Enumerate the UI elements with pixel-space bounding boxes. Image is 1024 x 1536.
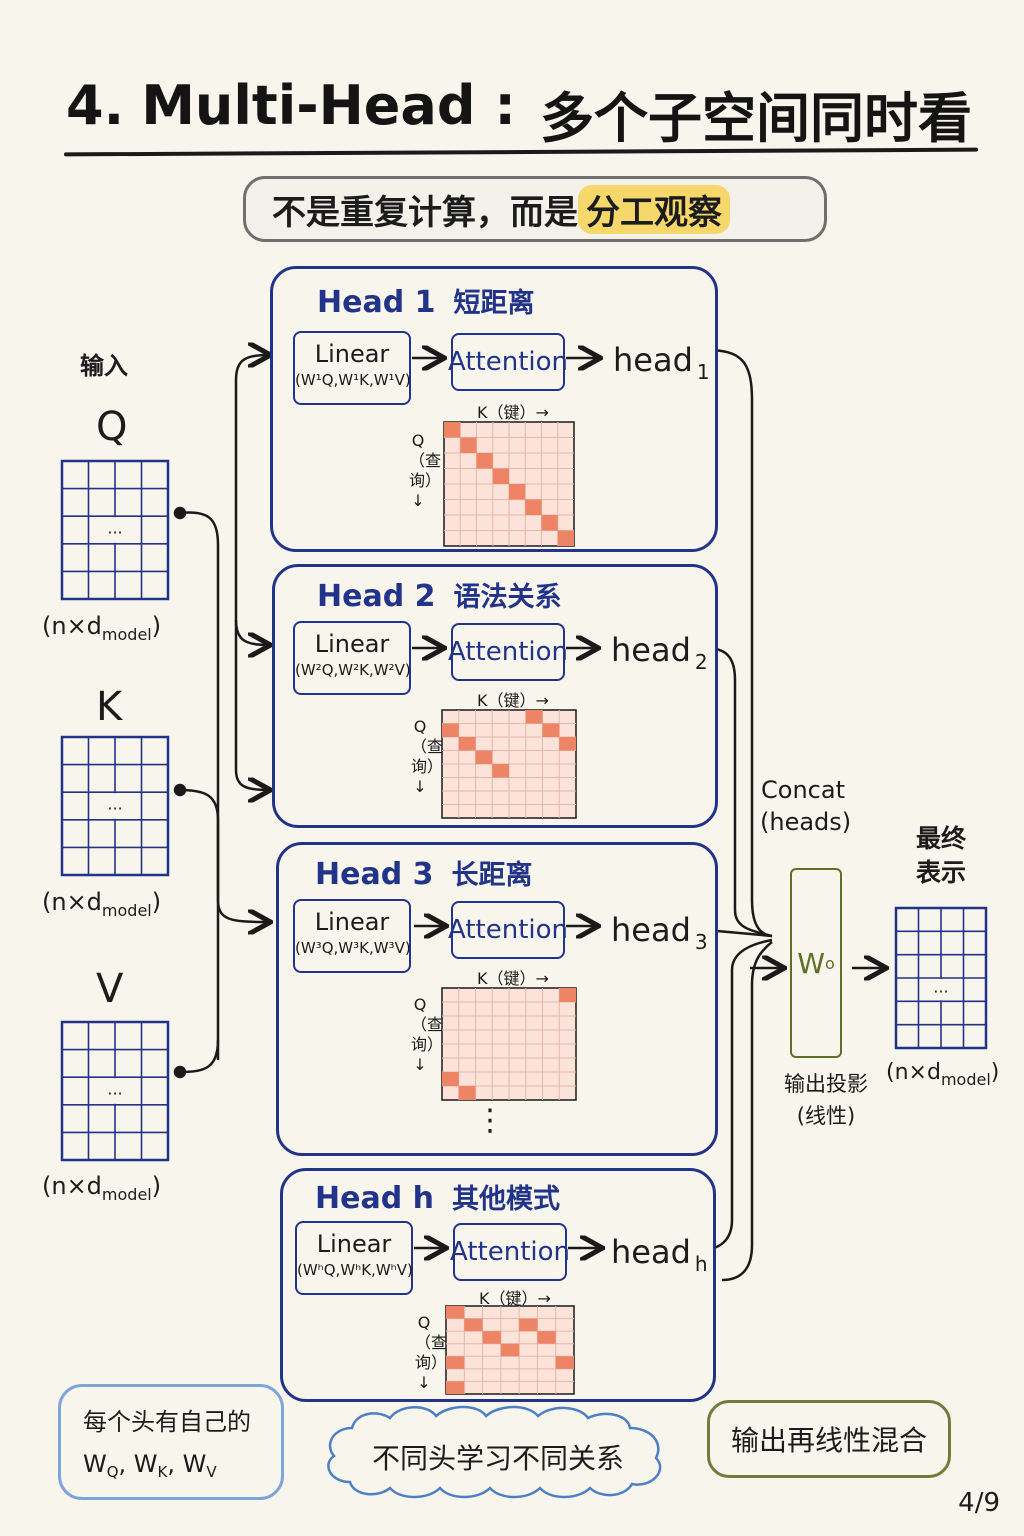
attention-hot-cell (542, 723, 560, 737)
attention-hot-cell (555, 1356, 574, 1369)
attention-hot-cell (446, 1306, 465, 1319)
attention-hot-cell (482, 1331, 501, 1344)
note-linear-mix: 输出再线性混合 (707, 1400, 951, 1478)
attention-hot-cell (500, 1343, 520, 1357)
final-label: 最终表示 (915, 824, 966, 887)
v-input-matrix: ... (60, 1020, 170, 1162)
svg-text:...: ... (107, 1079, 122, 1098)
q-input-matrix: ... (60, 459, 170, 601)
page-number: 4/9 (958, 1488, 1000, 1518)
head-1-linear: Linear(W¹Q,W¹K,W¹V) (293, 331, 411, 405)
attention-hot-cell (519, 1318, 538, 1332)
final-dimension: (n×dmodel) (886, 1060, 1000, 1089)
v-letter: V (96, 966, 124, 1012)
head-1-attention: Attention (448, 333, 568, 391)
attention-hot-cell (492, 468, 509, 484)
attention-hot-cell (442, 723, 459, 737)
input-label: 输入 (80, 352, 128, 380)
attention-hot-cell (559, 988, 576, 1002)
subtitle-highlight: 分工观察 (578, 184, 730, 234)
k-dimension: (n×dmodel) (42, 888, 162, 920)
attention-hot-cell (557, 530, 574, 546)
note-own-weights: 每个头有自己的 WQ, WK, WV (58, 1384, 284, 1500)
head-3-attention-matrix (441, 987, 577, 1101)
final-output-matrix: ... (894, 906, 988, 1050)
q-letter: Q (96, 404, 128, 450)
v-dimension: (n×dmodel) (42, 1172, 162, 1204)
title-chinese: 多个子空间同时看 (540, 87, 972, 150)
title-number: 4. (66, 74, 125, 137)
k-input-matrix: ... (60, 735, 170, 877)
head-1-attention-matrix (443, 421, 575, 547)
attention-hot-cell (559, 737, 576, 751)
attention-hot-cell (492, 764, 509, 778)
concat-label: Concat(heads) (760, 776, 852, 836)
attention-hot-cell (537, 1331, 556, 1344)
attention-hot-cell (446, 1381, 465, 1394)
head-3-linear: Linear(W³Q,W³K,W³V) (293, 899, 411, 973)
head-2-attention-matrix (441, 709, 577, 819)
head-3-k-label: K（键）→ (477, 969, 549, 988)
note-own-weights-line1: 每个头有自己的 (83, 1408, 251, 1436)
attention-hot-cell (444, 422, 461, 438)
attention-hot-cell (509, 484, 526, 500)
head-3-attention: Attention (448, 901, 568, 959)
head-2-k-label: K（键）→ (477, 691, 549, 710)
head-2-attention: Attention (448, 623, 568, 681)
subtitle-prefix: 不是重复计算，而是 (272, 192, 578, 233)
q-dimension: (n×dmodel) (42, 612, 162, 644)
attention-hot-cell (525, 499, 542, 515)
head-h-k-label: K（键）→ (479, 1289, 551, 1308)
subtitle-box: 不是重复计算，而是 分工观察 (243, 176, 827, 242)
note-cloud-text: 不同头学习不同关系 (371, 1442, 624, 1475)
note-own-weights-line2: WQ, WK, WV (83, 1450, 217, 1481)
page-title: 4. Multi-Head : (66, 74, 516, 137)
attention-hot-cell (442, 1072, 459, 1086)
attention-hot-cell (475, 750, 493, 764)
attention-hot-cell (460, 437, 477, 453)
attention-hot-cell (525, 710, 543, 724)
attention-hot-cell (458, 737, 476, 751)
head-h-attention: Attention (450, 1223, 570, 1281)
title-english: Multi-Head : (141, 74, 516, 137)
attention-hot-cell (446, 1356, 465, 1369)
svg-text:...: ... (107, 518, 122, 537)
attention-hot-cell (541, 515, 558, 531)
attention-hot-cell (476, 453, 493, 469)
svg-text:...: ... (933, 977, 948, 996)
head-h-linear: Linear(WʰQ,WʰK,WʰV) (295, 1221, 413, 1295)
svg-text:...: ... (107, 794, 122, 813)
attention-hot-cell (458, 1086, 476, 1100)
head-h-attention-matrix (445, 1305, 575, 1395)
attention-hot-cell (464, 1318, 483, 1332)
projection-label: 输出投影(线性) (784, 1072, 868, 1128)
head-2-linear: Linear(W²Q,W²K,W²V) (293, 621, 411, 695)
k-letter: K (96, 684, 123, 730)
head-1-k-label: K（键）→ (477, 403, 549, 422)
